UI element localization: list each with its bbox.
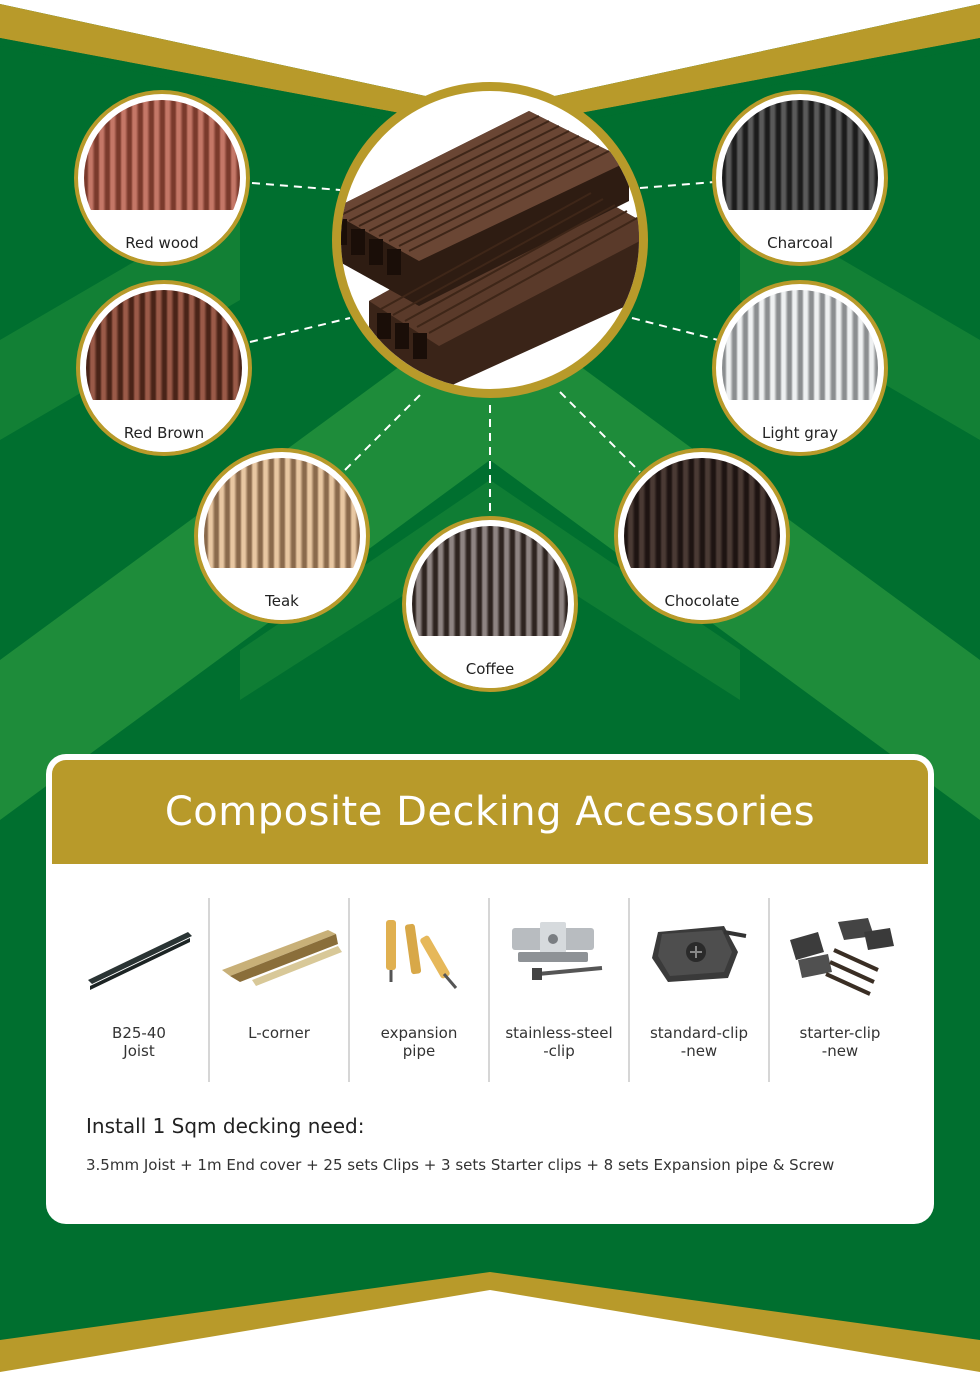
accessory-standard-clip: standard-clip -new [630, 898, 770, 1082]
swatch-band [198, 568, 366, 620]
accessory-stainless-steel-clip: stainless-steel -clip [490, 898, 630, 1082]
swatch-charcoal: Charcoal [712, 90, 888, 266]
hero-decking-board [332, 82, 648, 398]
swatch-label: Charcoal [767, 234, 833, 252]
accessory-label-line: L-corner [248, 1024, 310, 1042]
accessory-label-line: stainless-steel [505, 1024, 613, 1042]
swatch-band [716, 400, 884, 452]
swatch-band [78, 210, 246, 262]
swatch-band [406, 636, 574, 688]
accessory-label: L-corner [210, 1024, 348, 1042]
accessory-label-line: -new [821, 1042, 859, 1060]
accessory-label-line: starter-clip [799, 1024, 881, 1042]
install-requirements: 3.5mm Joist + 1m End cover + 25 sets Cli… [86, 1156, 835, 1174]
accessory-label: starter-clip -new [770, 1024, 910, 1060]
accessory-label-line: standard-clip [649, 1024, 749, 1042]
swatch-band [80, 400, 248, 452]
accessory-label-line: -clip [543, 1042, 575, 1060]
accessory-label: expansion pipe [350, 1024, 488, 1060]
swatch-red-brown: Red Brown [76, 280, 252, 456]
accessory-label-line: Joist [123, 1042, 155, 1060]
accessory-label-line: expansion [380, 1024, 458, 1042]
accessory-joist: B25-40 Joist [70, 898, 210, 1082]
decking-board-icon [341, 111, 639, 389]
stainless-clip-icon [512, 922, 603, 980]
swatch-label: Red Brown [123, 424, 205, 442]
swatch-label: Red wood [125, 234, 199, 252]
accessory-label: standard-clip -new [630, 1024, 768, 1060]
install-heading: Install 1 Sqm decking need: [86, 1114, 365, 1138]
accessories-list: B25-40 Joist L-corner [70, 898, 910, 1082]
accessory-starter-clip: starter-clip -new [770, 898, 910, 1082]
swatch-label: Light gray [762, 424, 838, 442]
swatch-label: Coffee [465, 660, 515, 678]
accessory-label: B25-40 Joist [70, 1024, 208, 1060]
joist-icon [88, 932, 192, 990]
accessory-expansion-pipe: expansion pipe [350, 898, 490, 1082]
standard-clip-icon [652, 926, 747, 982]
swatch-label: Teak [265, 592, 299, 610]
accessory-l-corner: L-corner [210, 898, 350, 1082]
expansion-pipe-icon [386, 920, 458, 989]
accessories-header: Composite Decking Accessories [52, 760, 928, 864]
swatch-band [618, 568, 786, 620]
swatch-red-wood: Red wood [74, 90, 250, 266]
accessories-card: Composite Decking Accessories B25-40 Joi… [46, 754, 934, 1224]
accessory-label: stainless-steel -clip [490, 1024, 628, 1060]
accessory-label-line: pipe [402, 1042, 436, 1060]
swatch-light-gray: Light gray [712, 280, 888, 456]
swatch-chocolate: Chocolate [614, 448, 790, 624]
starter-clip-icon [790, 918, 894, 996]
swatch-teak: Teak [194, 448, 370, 624]
accessory-label-line: B25-40 [112, 1024, 166, 1042]
accessory-label-line: -new [680, 1042, 718, 1060]
swatch-coffee: Coffee [402, 516, 578, 692]
l-corner-icon [222, 930, 342, 986]
swatch-band [716, 210, 884, 262]
accessories-title: Composite Decking Accessories [164, 789, 816, 835]
swatch-label: Chocolate [664, 592, 740, 610]
